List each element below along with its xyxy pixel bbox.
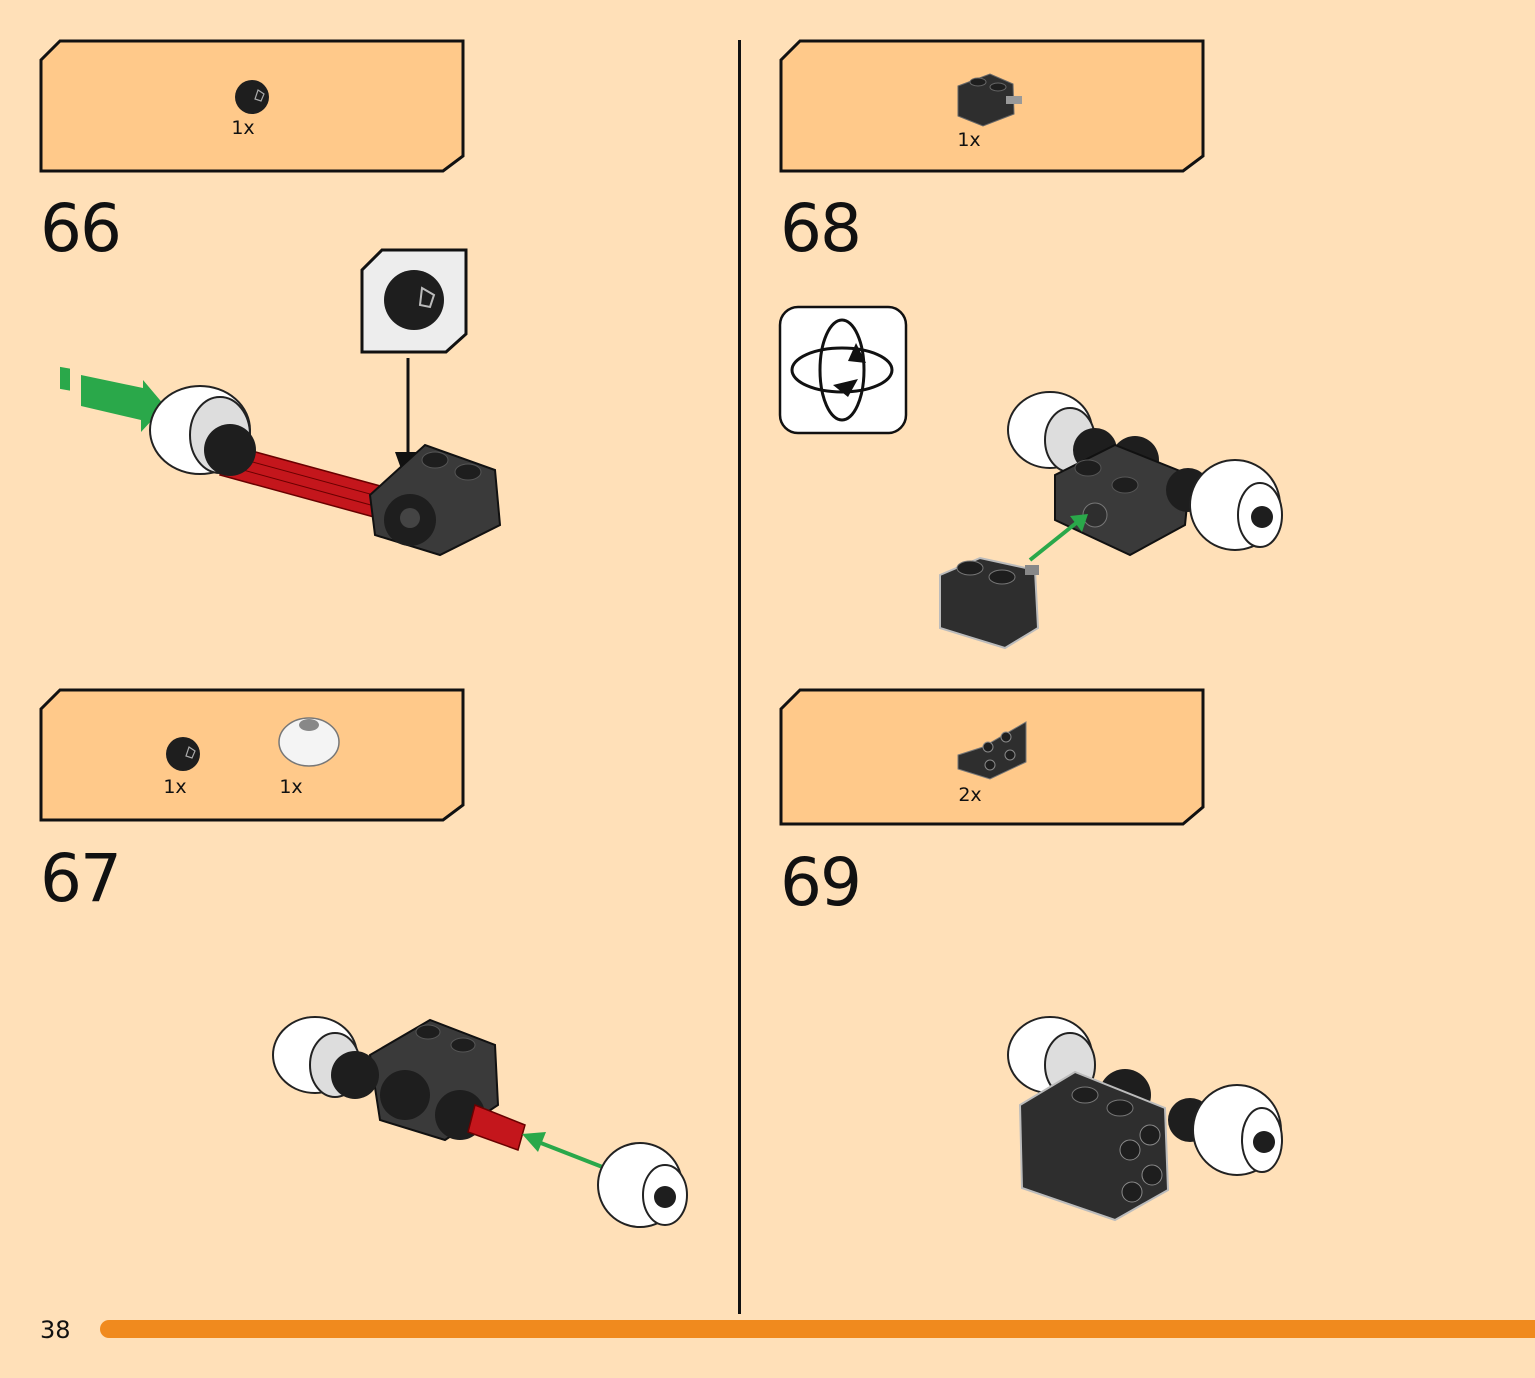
step-68-illustration (939, 391, 1283, 650)
step-66-illustration (60, 358, 502, 557)
black-ball-joint-icon (235, 80, 269, 114)
progress-bar (100, 1320, 1535, 1338)
black-ball-joint-icon (166, 737, 200, 771)
part-qty: 1x (279, 776, 303, 798)
part-qty: 2x (958, 784, 982, 806)
green-arrow-icon (1028, 518, 1082, 562)
column-divider (738, 40, 741, 1314)
step-number: 67 (40, 840, 122, 917)
part-qty: 1x (231, 117, 255, 139)
step-number: 68 (780, 190, 862, 267)
white-dome-brick-icon (278, 717, 340, 767)
part-qty: 1x (957, 129, 981, 151)
parts-callout-step-68 (779, 39, 1205, 173)
parts-callout-step-69 (779, 688, 1205, 826)
step-number: 66 (40, 190, 122, 267)
step-69-illustration (1007, 1016, 1283, 1222)
step-67-illustration (272, 1016, 688, 1228)
part-qty: 1x (163, 776, 187, 798)
black-bracket-plate-icon (957, 721, 1027, 780)
sub-callout-ball-joint (360, 248, 468, 354)
step-number: 69 (780, 844, 862, 921)
black-brick-with-pin-icon (957, 73, 1022, 127)
rotate-model-icon (778, 305, 908, 435)
page-number: 38 (40, 1316, 71, 1344)
green-arrow-icon (81, 375, 165, 432)
parts-callout-step-67 (39, 688, 465, 822)
parts-callout-step-66 (39, 39, 465, 173)
